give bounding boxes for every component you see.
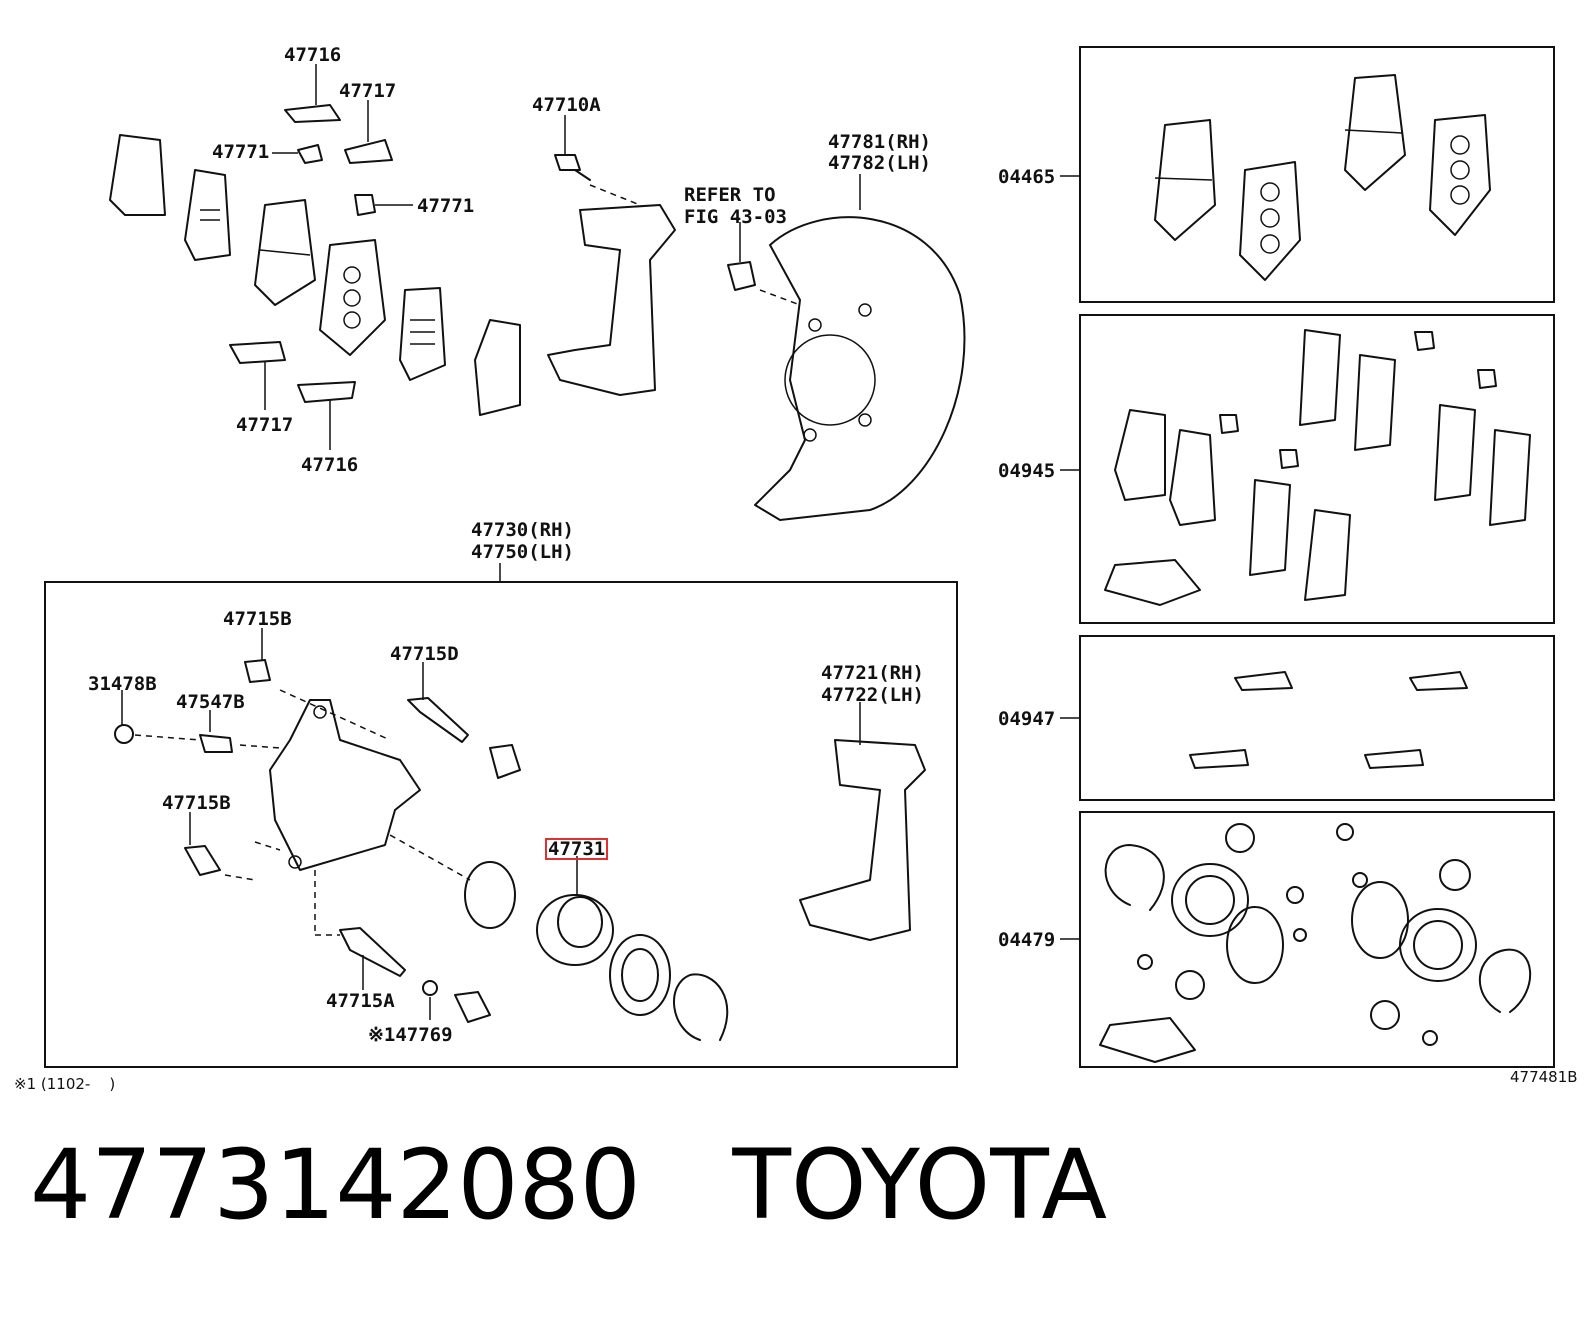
kit-box-04947 <box>1079 635 1555 801</box>
kit-04947-clips <box>1189 671 1468 769</box>
kit-box-04465 <box>1079 46 1555 303</box>
caliper-bracket-right <box>799 702 926 941</box>
label-47722[interactable]: 47722(LH) <box>821 684 924 706</box>
kit-04465-pads <box>1154 74 1491 281</box>
label-47731-highlighted[interactable]: 47731 <box>545 838 609 860</box>
brand-name: TOYOTA <box>732 1129 1108 1241</box>
label-refer-to: REFER TO <box>684 184 776 206</box>
disc-dust-shield <box>754 174 966 521</box>
label-47547b[interactable]: 47547B <box>176 691 245 713</box>
kit-box-04945 <box>1079 314 1555 624</box>
label-47715a[interactable]: 47715A <box>326 990 395 1012</box>
label-47769[interactable]: ※147769 <box>368 1024 453 1046</box>
label-47717-top[interactable]: 47717 <box>339 80 397 102</box>
kit-04479-seals <box>1099 823 1532 1063</box>
label-47721[interactable]: 47721(RH) <box>821 662 924 684</box>
label-47710a[interactable]: 47710A <box>532 94 601 116</box>
label-47715b-top[interactable]: 47715B <box>223 608 292 630</box>
label-kit-04945[interactable]: 04945 <box>998 460 1056 482</box>
brake-pads-top-left <box>109 64 521 450</box>
footnote: ※1 (1102- ) <box>14 1075 116 1093</box>
part-number: 4773142080 <box>30 1129 641 1241</box>
mounting-bracket-top <box>547 115 801 396</box>
diagram-drawing <box>44 46 1555 1068</box>
label-47716-bottom[interactable]: 47716 <box>301 454 359 476</box>
label-31478b[interactable]: 31478B <box>88 673 157 695</box>
caliper-assembly-box <box>44 581 958 1068</box>
label-kit-04479[interactable]: 04479 <box>998 929 1056 951</box>
part-footer: 4773142080 TOYOTA <box>30 1130 1330 1240</box>
label-47771-right[interactable]: 47771 <box>417 195 475 217</box>
label-47715b-mid[interactable]: 47715B <box>162 792 231 814</box>
label-kit-04947[interactable]: 04947 <box>998 708 1056 730</box>
label-47782[interactable]: 47782(LH) <box>828 152 931 174</box>
caliper-body <box>114 628 729 1041</box>
label-47781[interactable]: 47781(RH) <box>828 131 931 153</box>
kit-04945-shims <box>1104 329 1531 606</box>
kit-box-04479 <box>1079 811 1555 1068</box>
label-47771-left[interactable]: 47771 <box>212 141 270 163</box>
label-47750[interactable]: 47750(LH) <box>471 541 574 563</box>
label-47716-top[interactable]: 47716 <box>284 44 342 66</box>
label-fig-43-03[interactable]: FIG 43-03 <box>684 206 787 228</box>
parts-diagram <box>44 46 1555 1068</box>
label-kit-04465[interactable]: 04465 <box>998 166 1056 188</box>
figure-id: 477481B <box>1510 1068 1578 1086</box>
label-47715d[interactable]: 47715D <box>390 643 459 665</box>
label-47730[interactable]: 47730(RH) <box>471 519 574 541</box>
label-47717-bottom[interactable]: 47717 <box>236 414 294 436</box>
